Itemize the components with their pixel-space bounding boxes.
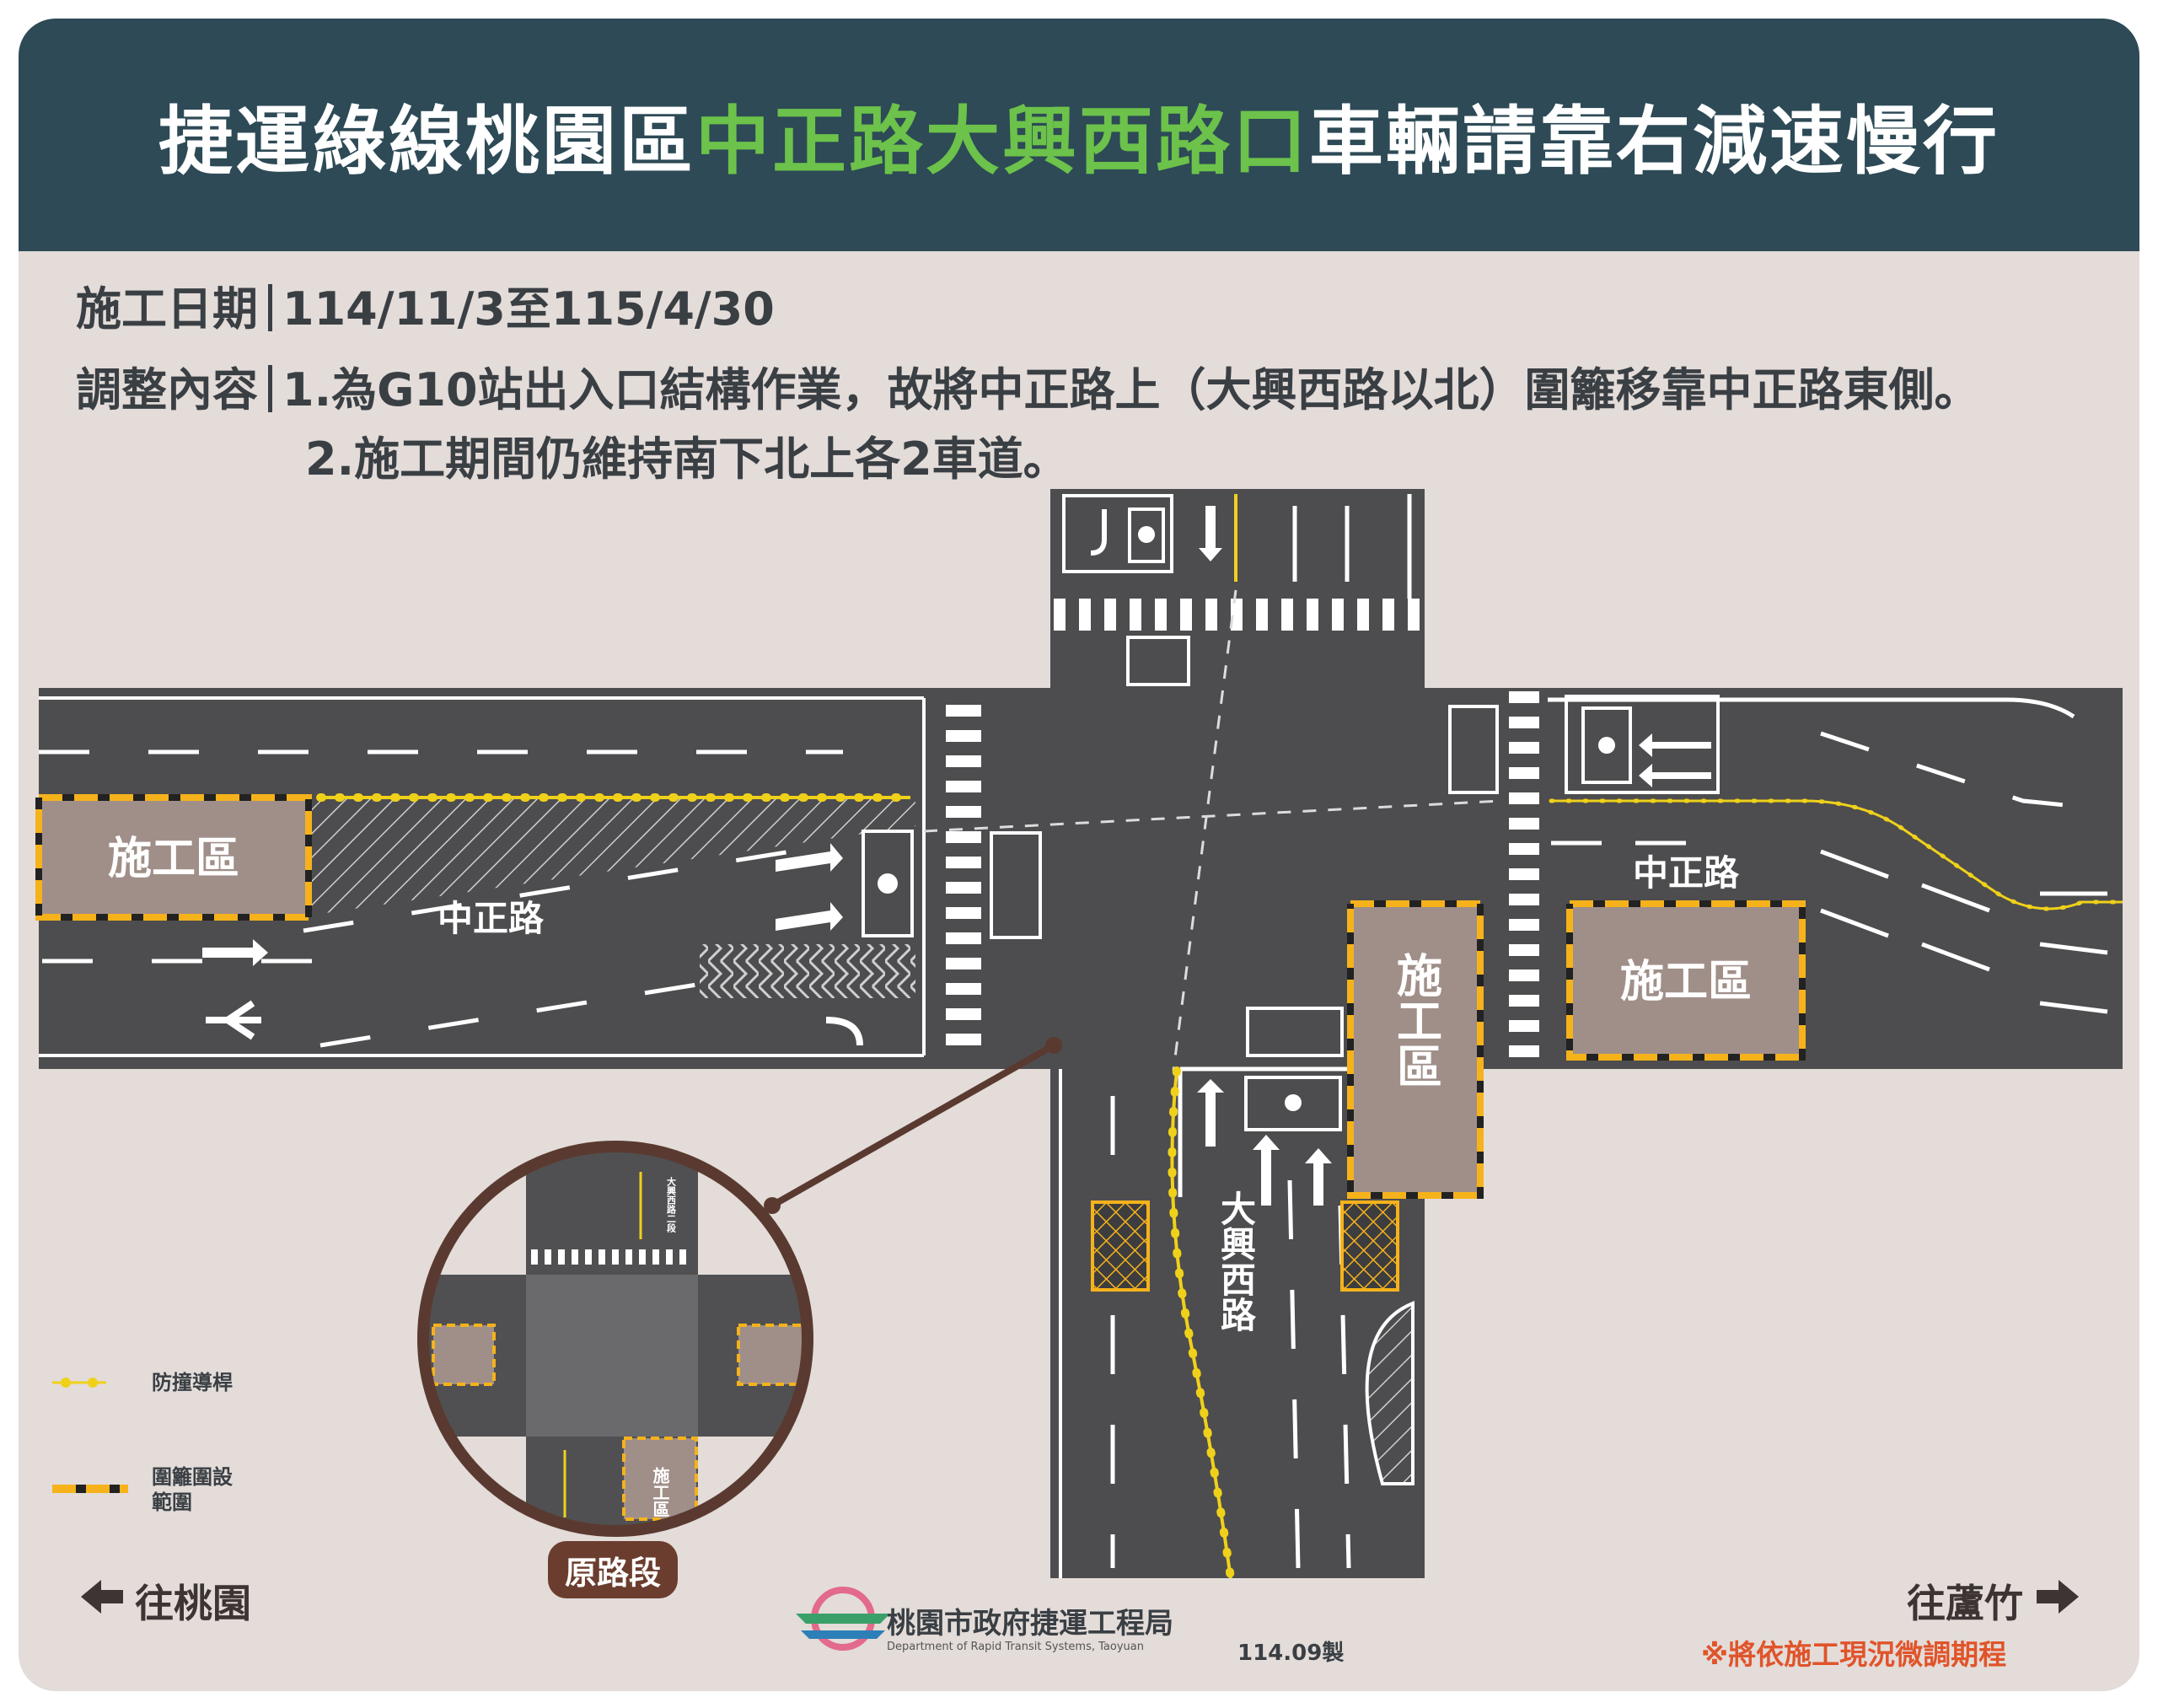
inset-pointer-line: [770, 1042, 1055, 1209]
road-surface: [39, 489, 2123, 1578]
north-turn-arrow: [1090, 509, 1107, 556]
east-barrier-rail: [1551, 799, 2123, 910]
legend-fence-label-line2: 範圍: [152, 1490, 192, 1514]
work-zone-east: [1566, 900, 1806, 1061]
page-title: 捷運綠線桃園區中正路大興西路口車輛請靠右減速慢行: [19, 19, 2139, 251]
south-stop-box: [1246, 1007, 1344, 1057]
title-part1: 捷運綠線桃園區: [158, 97, 695, 185]
south-lane-markings: [1110, 1066, 1351, 1569]
work-zone-south-label: 施工區: [1389, 952, 1442, 1088]
east-direction-label: 往蘆竹: [1907, 1581, 2023, 1626]
west-hatched-area: [309, 798, 915, 916]
west-direction-arrow-icon: [81, 1580, 123, 1614]
content-row: 調整內容 1.為G10站出入口結構作業，故將中正路上（大興西路以北）圍籬移靠中正路…: [76, 352, 1980, 419]
south-barrier-line: [1168, 1066, 1235, 1582]
title-highlight: 中正路大興西路口: [695, 97, 1309, 185]
schedule-note: ※將依施工現況微調期程: [1701, 1638, 2007, 1671]
west-chevron-area: [700, 944, 915, 998]
south-bike-box: [1244, 1076, 1342, 1131]
east-lane-markings: [1548, 697, 2108, 1014]
work-zone-south: [1347, 900, 1484, 1199]
content-item-2: 2.施工期間仍維持南下北上各2車道。: [305, 432, 1069, 486]
east-bike-box: [1581, 706, 1632, 784]
road-label-east: 中正路: [1633, 852, 1740, 894]
east-arrows: [1639, 733, 1711, 787]
road-edges: [39, 696, 1062, 1578]
intersection-guide-lines: [923, 589, 1501, 1072]
legend-barrier-label: 防撞導桿: [152, 1371, 233, 1394]
south-bike-icon: [1285, 1094, 1302, 1111]
north-lane-box: [1062, 494, 1173, 573]
inset-anchor-dot: [764, 1197, 781, 1214]
south-arrows: [1197, 1079, 1332, 1206]
production-date: 114.09製: [1237, 1641, 1345, 1666]
road-label-west: 中正路: [438, 898, 545, 939]
work-zone-west: [35, 794, 312, 921]
east-direction-arrow-icon: [2037, 1580, 2079, 1614]
south-east-box-junction: [1340, 1200, 1399, 1292]
date-label: 施工日期: [76, 282, 258, 336]
west-stop-box: [990, 831, 1042, 939]
agency-name-english: Department of Rapid Transit Systems, Tao…: [887, 1641, 1144, 1653]
agency-logo-icon: [796, 1587, 890, 1651]
header-bar: 捷運綠線桃園區中正路大興西路口車輛請靠右減速慢行: [19, 19, 2139, 251]
north-bike-box: [1128, 508, 1165, 563]
work-zone-west-label: 施工區: [108, 834, 239, 884]
date-separator: [268, 284, 272, 331]
north-crosswalk: [1054, 599, 1420, 631]
inset-frame: [417, 1141, 813, 1537]
west-turn-arrows: [206, 1000, 863, 1046]
west-arrows: [202, 843, 843, 966]
inset-pointer-dot: [1045, 1037, 1062, 1054]
content-item-1: 1.為G10站出入口結構作業，故將中正路上（大興西路以北）圍籬移靠中正路東側。: [282, 363, 1980, 416]
content-label: 調整內容: [76, 363, 258, 416]
date-value: 114/11/3至115/4/30: [282, 282, 775, 336]
date-row: 施工日期 114/11/3至115/4/30: [76, 271, 775, 338]
inset-road-label: 大興西路二段: [666, 1176, 677, 1233]
work-zone-east-label: 施工區: [1620, 957, 1752, 1007]
agency-name: 桃園市政府捷運工程局: [887, 1607, 1173, 1641]
north-bike-icon: [1138, 526, 1155, 543]
title-part2: 車輛請靠右減速慢行: [1309, 97, 2000, 185]
west-bike-box: [862, 830, 914, 937]
west-bike-icon: [878, 873, 898, 894]
south-hatched-island: [1365, 1301, 1415, 1485]
inset-caption: 原路段: [548, 1541, 678, 1598]
content-separator: [268, 365, 272, 412]
inset-work-zone-label: 施工區: [650, 1466, 670, 1517]
east-crosswalk: [1509, 691, 1539, 1057]
legend-fence-label-line1: 圍籬圍設: [152, 1465, 233, 1489]
west-direction-label: 往桃園: [135, 1581, 251, 1626]
east-lane-box: [1565, 695, 1720, 794]
east-stop-box: [1448, 705, 1499, 794]
south-west-box-junction: [1091, 1200, 1150, 1292]
north-down-arrow: [1199, 506, 1222, 561]
road-label-south: 大興西路: [1216, 1190, 1257, 1332]
inset-original-layout: 施工區 大興西路二段: [423, 1147, 808, 1531]
north-stop-box: [1126, 636, 1190, 686]
east-bike-icon: [1598, 737, 1615, 754]
west-crosswalk: [946, 705, 981, 1045]
